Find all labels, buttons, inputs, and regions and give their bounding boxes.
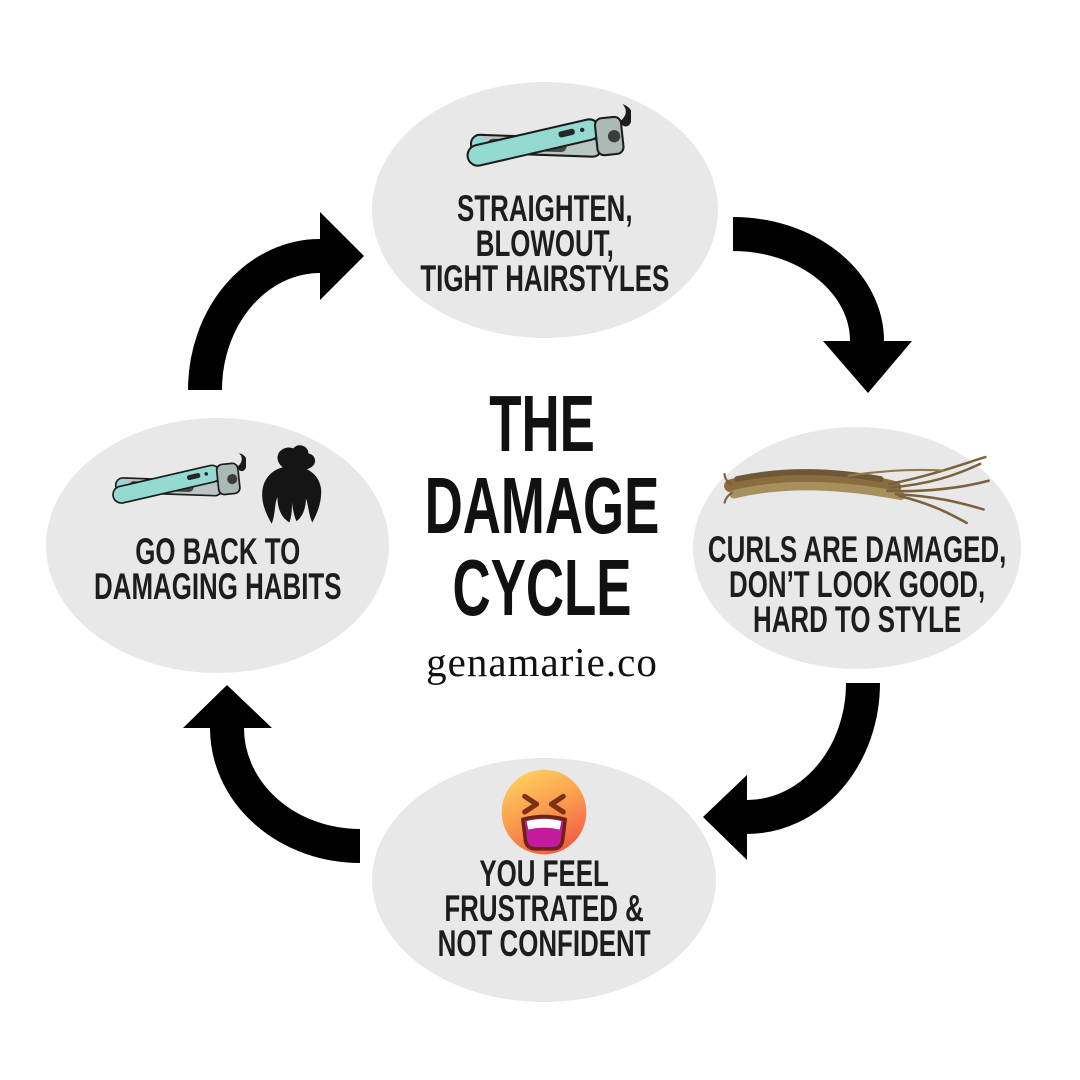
watermark: genamarie.co (426, 639, 658, 685)
node-damaging-habits: GO BACK TO DAMAGING HABITS (46, 418, 389, 673)
node-frustrated-label: YOU FEEL FRUSTRATED & NOT CONFIDENT (437, 852, 651, 964)
label-line: YOU FEEL (479, 852, 609, 894)
label-line: NOT CONFIDENT (437, 922, 651, 964)
page-title: THE DAMAGE CYCLE (403, 383, 680, 629)
label-line: GO BACK TO (135, 531, 301, 572)
title-line: THE (489, 379, 595, 468)
flat-iron-and-hair-bun-icon (106, 443, 330, 526)
damaged-hair-icon (722, 452, 992, 528)
title-line: CYCLE (452, 543, 632, 632)
arrow-left-to-top-icon (188, 212, 364, 391)
arrow-bottom-to-left-icon (183, 685, 361, 863)
node-frustrated: YOU FEEL FRUSTRATED & NOT CONFIDENT (372, 758, 716, 1002)
center-title-block: THE DAMAGE CYCLE genamarie.co (332, 383, 752, 686)
node-damaged-curls-label: CURLS ARE DAMAGED, DON’T LOOK GOOD, HARD… (707, 528, 1007, 640)
hair-bun-icon (254, 443, 330, 526)
label-line: HARD TO STYLE (752, 598, 962, 640)
label-line: STRAIGHTEN, (457, 188, 633, 229)
arrow-right-to-bottom-icon (703, 682, 880, 860)
node-straighten-label: STRAIGHTEN, BLOWOUT, TIGHT HAIRSTYLES (420, 188, 670, 299)
node-damaging-habits-label: GO BACK TO DAMAGING HABITS (93, 531, 342, 607)
flat-iron-icon (459, 102, 631, 185)
flat-iron-icon (106, 451, 246, 519)
label-line: FRUSTRATED & (444, 887, 644, 929)
label-line: CURLS ARE DAMAGED, (707, 528, 1007, 570)
node-damaged-curls: CURLS ARE DAMAGED, DON’T LOOK GOOD, HARD… (693, 427, 1021, 669)
title-line: DAMAGE (424, 461, 660, 550)
label-line: DAMAGING HABITS (93, 566, 342, 607)
arrow-top-to-right-icon (732, 217, 912, 393)
label-line: TIGHT HAIRSTYLES (420, 258, 670, 299)
label-line: DON’T LOOK GOOD, (728, 563, 986, 605)
label-line: BLOWOUT, (475, 223, 615, 264)
node-straighten: STRAIGHTEN, BLOWOUT, TIGHT HAIRSTYLES (372, 82, 718, 338)
tired-face-emoji-icon (498, 766, 590, 858)
